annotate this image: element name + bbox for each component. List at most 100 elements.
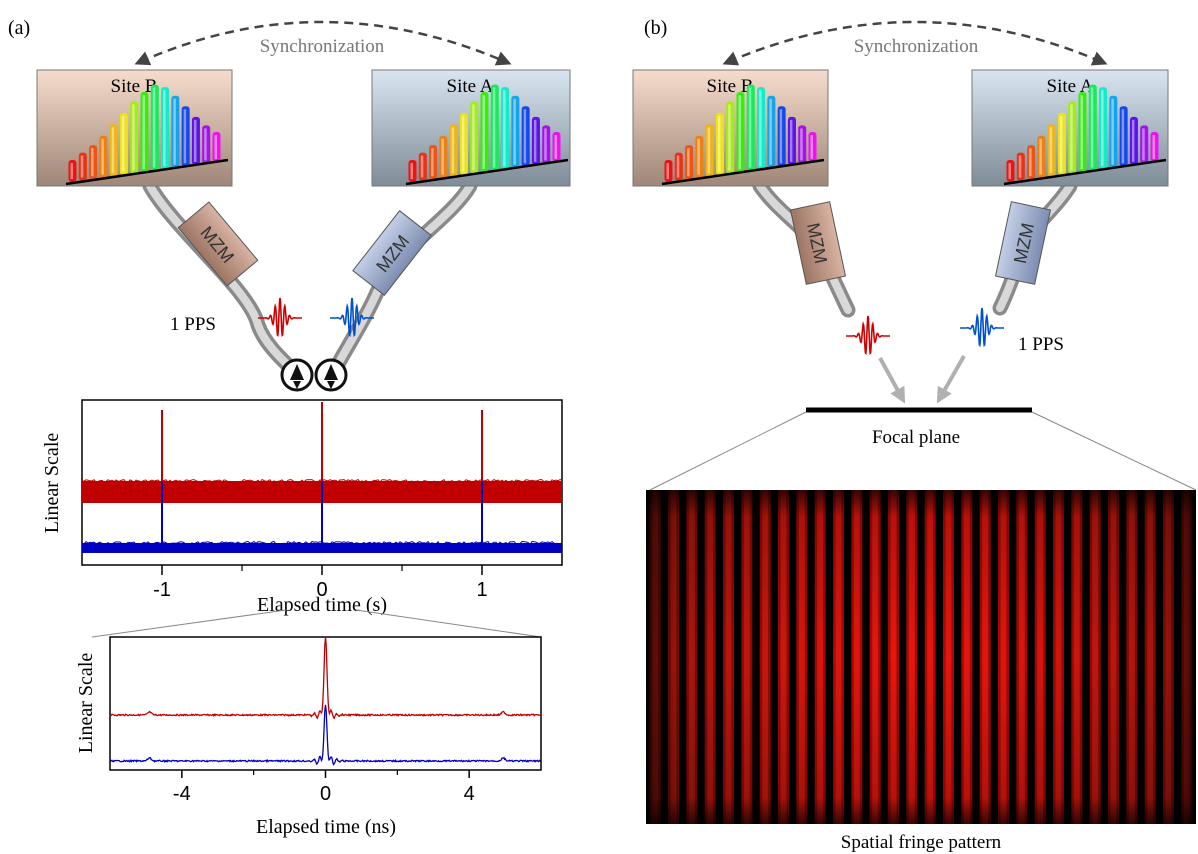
comb-tooth bbox=[521, 106, 530, 167]
sync-arrow-a bbox=[134, 20, 512, 66]
sync-arrow-b bbox=[722, 20, 1108, 66]
comb-tooth bbox=[408, 160, 417, 182]
site-b-label-a: Site B bbox=[111, 76, 158, 97]
beam-arrow-left bbox=[878, 357, 906, 404]
comb-tooth bbox=[212, 132, 221, 162]
comb-tooth bbox=[798, 125, 807, 164]
red-pulse-icon bbox=[258, 297, 302, 338]
comb-tooth bbox=[552, 132, 561, 162]
comb-axis bbox=[65, 158, 229, 186]
comb-tooth bbox=[531, 116, 540, 165]
comb-tooth bbox=[1068, 101, 1077, 174]
comb-tooth bbox=[1140, 125, 1149, 164]
comb-tooth bbox=[140, 92, 149, 172]
comb-tooth bbox=[1037, 135, 1046, 178]
blue-pulse-icon bbox=[330, 297, 374, 338]
chart-nanoseconds-ylabel: Linear Scale bbox=[75, 653, 97, 754]
comb-tooth bbox=[501, 87, 510, 170]
comb-tooth bbox=[109, 124, 118, 177]
site-a-label-b: Site A bbox=[1047, 76, 1094, 97]
comb-tooth bbox=[459, 112, 468, 175]
panel-a-label: (a) bbox=[8, 17, 30, 39]
site-b-box-b: Site B bbox=[632, 69, 829, 187]
comb-tooth bbox=[542, 125, 551, 164]
comb-tooth bbox=[429, 145, 438, 180]
comb-tooth bbox=[1088, 84, 1097, 171]
blue-pulse-icon bbox=[960, 307, 1004, 348]
comb-tooth bbox=[449, 124, 458, 177]
comb-tooth bbox=[736, 92, 745, 172]
comb-tooth bbox=[480, 92, 489, 172]
comb-tooth bbox=[181, 106, 190, 167]
comb-tooth bbox=[490, 84, 499, 171]
site-a-box-b: Site A bbox=[971, 69, 1169, 187]
comb-tooth bbox=[808, 132, 817, 162]
x-tick-label: -1 bbox=[153, 579, 171, 601]
comb-tooth bbox=[1047, 124, 1056, 177]
comb-tooth bbox=[674, 152, 683, 181]
comb-tooth bbox=[418, 152, 427, 181]
frequency-comb-icon bbox=[405, 84, 569, 186]
comb-tooth bbox=[171, 95, 180, 168]
comb-tooth bbox=[89, 145, 98, 180]
focal-plane-label: Focal plane bbox=[872, 427, 960, 448]
x-tick-label: 1 bbox=[476, 579, 487, 601]
comb-tooth bbox=[695, 135, 704, 178]
comb-tooth bbox=[1016, 152, 1025, 181]
comb-tooth bbox=[757, 87, 766, 170]
pps-label-a: 1 PPS bbox=[170, 314, 216, 335]
x-tick-label: -4 bbox=[173, 783, 191, 805]
beam-arrow-right bbox=[936, 355, 966, 404]
comb-tooth bbox=[130, 101, 139, 174]
comb-tooth bbox=[439, 135, 448, 178]
comb-axis bbox=[1003, 158, 1167, 186]
comb-tooth bbox=[78, 152, 87, 181]
comb-tooth bbox=[767, 95, 776, 168]
comb-tooth bbox=[705, 124, 714, 177]
comb-tooth bbox=[161, 87, 170, 170]
comb-tooth bbox=[787, 116, 796, 165]
comb-tooth bbox=[191, 116, 200, 165]
comb-tooth bbox=[1057, 112, 1066, 175]
comb-tooth bbox=[1099, 87, 1108, 170]
comb-tooth bbox=[685, 145, 694, 180]
spatial-fringe-image bbox=[646, 490, 1196, 824]
comb-tooth bbox=[664, 160, 673, 182]
comb-tooth bbox=[68, 160, 77, 182]
mzm-a-a: MZM bbox=[352, 210, 432, 296]
site-b-label-b: Site B bbox=[707, 76, 754, 97]
x-tick-label: 0 bbox=[320, 783, 331, 805]
comb-tooth bbox=[777, 106, 786, 167]
comb-axis bbox=[661, 158, 825, 186]
mzm-a-b: MZM bbox=[994, 201, 1052, 285]
trace-red bbox=[109, 636, 542, 720]
comb-tooth bbox=[99, 135, 108, 178]
comb-tooth bbox=[150, 84, 159, 171]
comb-tooth bbox=[1129, 116, 1138, 165]
x-tick-label: 0 bbox=[316, 579, 327, 601]
sync-label-a: Synchronization bbox=[260, 36, 385, 57]
comb-tooth bbox=[511, 95, 520, 168]
chart-seconds-xlabel: Elapsed time (s) bbox=[257, 594, 387, 616]
site-a-box-a: Site A bbox=[371, 69, 571, 187]
comb-tooth bbox=[1150, 132, 1159, 162]
comb-tooth bbox=[119, 112, 128, 175]
panel-a: (a) Synchronization Site B Site A MZM MZ… bbox=[8, 17, 571, 838]
x-tick-label: 4 bbox=[464, 783, 475, 805]
comb-tooth bbox=[1078, 92, 1087, 172]
panel-b-label: (b) bbox=[644, 17, 667, 39]
comb-tooth bbox=[202, 125, 211, 164]
photodetector-icon bbox=[280, 358, 348, 392]
comb-tooth bbox=[726, 101, 735, 174]
site-a-label-a: Site A bbox=[447, 76, 494, 97]
comb-tooth bbox=[470, 101, 479, 174]
comb-tooth bbox=[1119, 106, 1128, 167]
red-pulse-icon bbox=[846, 315, 890, 356]
comb-axis bbox=[405, 158, 569, 186]
frequency-comb-icon bbox=[1003, 84, 1167, 186]
comb-tooth bbox=[715, 112, 724, 175]
site-b-box-a: Site B bbox=[36, 69, 233, 187]
pps-label-b: 1 PPS bbox=[1018, 334, 1064, 355]
